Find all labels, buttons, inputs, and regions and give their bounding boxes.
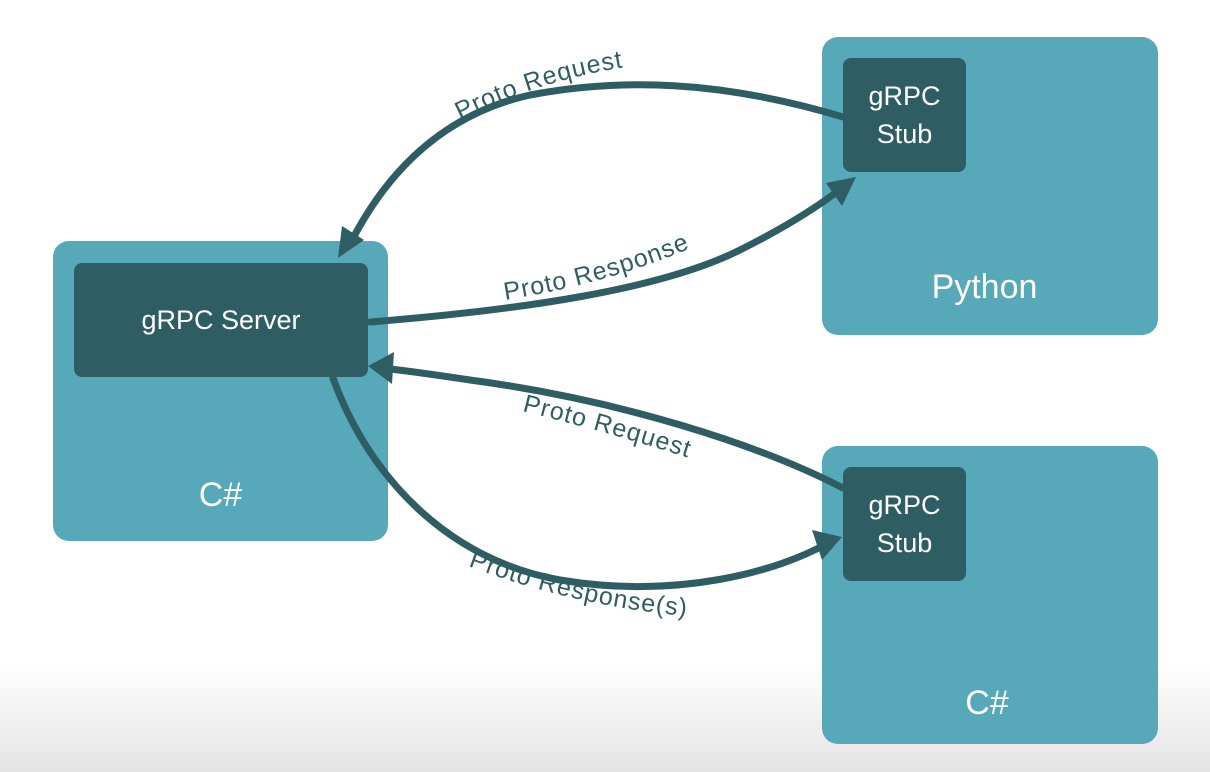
arrowhead-csharp-responses: [812, 530, 842, 560]
label-csharp-request: Proto Request: [521, 390, 696, 464]
arrow-python-response: [366, 184, 846, 326]
language-label-csharp-server: C#: [198, 476, 243, 514]
arrowhead-python-request: [338, 226, 364, 258]
arrow-csharp-request: [378, 364, 847, 492]
arrowhead-csharp-request: [368, 352, 394, 384]
arrow-python-request: [346, 81, 847, 248]
language-label-python: Python: [931, 268, 1038, 306]
grpc-server-block: gRPC Server: [74, 263, 368, 377]
grpc-stub-csharp: gRPC Stub: [843, 467, 966, 581]
language-label-csharp-client: C#: [965, 684, 1009, 722]
grpc-stub-python: gRPC Stub: [843, 58, 966, 172]
arrowhead-python-response: [826, 177, 856, 206]
arrow-csharp-responses: [329, 374, 830, 591]
